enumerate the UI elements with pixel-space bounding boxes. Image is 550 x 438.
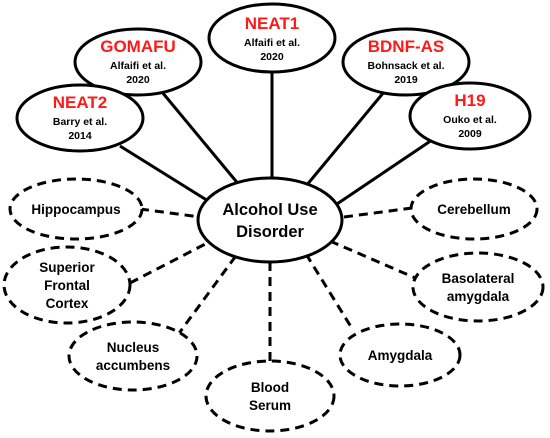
region-nodes	[2, 177, 545, 433]
connector-neat2	[119, 144, 214, 206]
connector-hippocampus	[139, 207, 201, 219]
gene-citation-year-neat1: 2020	[260, 51, 284, 63]
region-node-blood-serum	[204, 359, 336, 433]
region-node-basolateral-amygdala	[411, 251, 545, 323]
connector-gomafu	[160, 91, 242, 187]
region-node-hippocampus	[8, 177, 144, 241]
gene-node-bdnf-as	[341, 27, 471, 97]
region-node-cerebellum	[409, 177, 539, 241]
center-label: Alcohol Use Disorder	[222, 201, 317, 241]
connector-cerebellum	[343, 206, 413, 219]
gene-node-gomafu	[73, 27, 203, 97]
connector-basolateral-amygdala	[329, 239, 421, 282]
gene-name-neat2: NEAT2	[53, 93, 107, 112]
center-label-line1: Alcohol Use	[222, 201, 317, 219]
region-label-amygdala: Amygdala	[368, 348, 433, 363]
region-label-blood-serum-line1: Blood	[251, 380, 289, 395]
gene-citation-author-bdnf-as: Bohnsack et al.	[367, 60, 444, 72]
connector-amygdala	[304, 253, 355, 331]
gene-name-neat1: NEAT1	[245, 14, 299, 33]
center-node	[196, 176, 344, 264]
gene-name-h19: H19	[454, 91, 485, 110]
gene-nodes	[15, 2, 532, 153]
region-label-basolateral-amygdala-line2: amygdala	[447, 289, 510, 304]
gene-labels: NEAT1 Alfaifi et al. 2020 GOMAFU Alfaifi…	[53, 14, 497, 142]
connector-superior-frontal-cortex	[129, 238, 214, 285]
region-node-superior-frontal-cortex	[2, 245, 132, 325]
region-labels: Hippocampus Cerebellum Superior Frontal …	[31, 202, 514, 413]
gene-node-neat2	[15, 83, 145, 153]
region-label-hippocampus: Hippocampus	[31, 202, 120, 217]
gene-citation-year-gomafu: 2020	[126, 74, 150, 86]
gene-citation-year-bdnf-as: 2019	[394, 74, 418, 86]
region-label-basolateral-amygdala-line1: Basolateral	[442, 271, 515, 286]
region-label-blood-serum-line2: Serum	[249, 398, 291, 413]
region-label-nucleus-accumbens-line1: Nucleus	[107, 340, 160, 355]
gene-citation-author-neat2: Barry et al.	[53, 116, 107, 128]
gene-citation-year-neat2: 2014	[68, 130, 92, 142]
gene-citation-author-neat1: Alfaifi et al.	[244, 37, 300, 49]
region-label-superior-frontal-cortex-line2: Frontal	[44, 278, 90, 293]
gene-name-bdnf-as: BDNF-AS	[368, 37, 445, 56]
gene-citation-author-gomafu: Alfaifi et al.	[110, 60, 166, 72]
region-node-nucleus-accumbens	[67, 320, 199, 392]
connector-nucleus-accumbens	[175, 252, 240, 337]
gene-node-neat1	[207, 2, 337, 74]
region-label-nucleus-accumbens-line2: accumbens	[96, 358, 170, 373]
region-label-superior-frontal-cortex-line3: Cortex	[46, 296, 89, 311]
region-label-cerebellum: Cerebellum	[437, 202, 511, 217]
gene-node-h19	[408, 81, 532, 151]
region-label-superior-frontal-cortex-line1: Superior	[39, 260, 95, 275]
gene-citation-author-h19: Ouko et al.	[443, 114, 497, 126]
gene-connectors	[119, 72, 433, 208]
gene-name-gomafu: GOMAFU	[100, 37, 176, 56]
connector-bdnf-as	[304, 91, 386, 187]
center-label-line2: Disorder	[236, 223, 304, 241]
connector-h19	[333, 138, 433, 208]
gene-citation-year-h19: 2009	[458, 128, 482, 140]
region-node-amygdala	[338, 322, 462, 388]
region-connectors	[129, 206, 421, 370]
